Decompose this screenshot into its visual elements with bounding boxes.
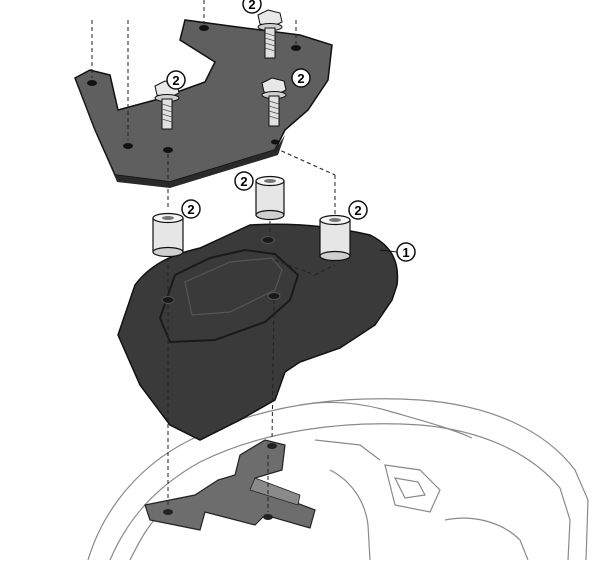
callout-label: 2 bbox=[240, 174, 247, 189]
callout-label: 2 bbox=[172, 73, 179, 88]
callout-label: 2 bbox=[187, 202, 194, 217]
bolt-top bbox=[257, 9, 283, 59]
callout-label: 2 bbox=[354, 203, 361, 218]
callout-top: 2 bbox=[242, 0, 262, 14]
callout-spacer-middle: 2 bbox=[234, 171, 254, 191]
spacer-right bbox=[319, 214, 351, 262]
callout-bolt-left: 2 bbox=[166, 70, 186, 90]
callout-part-1: 1 bbox=[396, 242, 416, 262]
callout-spacer-left: 2 bbox=[181, 199, 201, 219]
callout-label: 1 bbox=[402, 245, 409, 260]
rear-mount-bracket bbox=[144, 439, 316, 531]
callout-label: 2 bbox=[297, 71, 304, 86]
spacer-middle bbox=[255, 175, 285, 221]
top-bracket-plate bbox=[74, 19, 333, 188]
leader-line-part-1 bbox=[379, 249, 398, 253]
bolt-right bbox=[261, 77, 287, 127]
spacer-left bbox=[152, 212, 184, 258]
callout-spacer-right: 2 bbox=[348, 200, 368, 220]
callout-label: 2 bbox=[248, 0, 255, 12]
callout-bolt-right: 2 bbox=[291, 68, 311, 88]
base-plate-part-1 bbox=[117, 223, 399, 441]
motorcycle-rear-frame bbox=[87, 398, 589, 561]
